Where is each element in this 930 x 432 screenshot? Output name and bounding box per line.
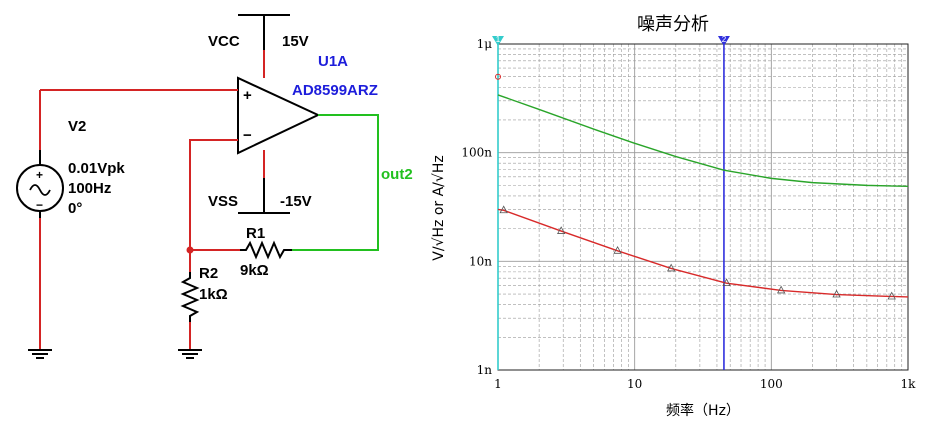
output-wire[interactable] <box>292 114 379 251</box>
x-axis-label: 频率（Hz） <box>666 402 740 419</box>
r1-ref-label: R1 <box>246 225 265 242</box>
source-minus-sign: − <box>36 198 43 212</box>
x-tick-label: 1k <box>901 377 917 391</box>
vcc-label: VCC <box>208 33 240 50</box>
series-line <box>497 94 909 188</box>
series-layer <box>495 73 909 300</box>
r2-ref-label: R2 <box>199 265 218 282</box>
source-amplitude-label: 0.01Vpk <box>68 160 125 177</box>
vss-value: -15V <box>280 193 312 210</box>
data-point-marker <box>499 205 508 214</box>
junction-dot <box>186 246 194 254</box>
data-point-marker <box>722 278 731 287</box>
r2-value-label: 1kΩ <box>199 286 228 303</box>
y-axis-label: V/√Hz or A/√Hz <box>431 155 447 260</box>
ac-source-symbol[interactable] <box>16 164 64 212</box>
data-point-marker <box>887 291 896 300</box>
feedback-wire-minus[interactable] <box>189 139 238 250</box>
x-tick-label: 100 <box>760 377 783 391</box>
y-tick-label: 10n <box>469 254 492 268</box>
opamp-plus-sign: + <box>243 87 252 104</box>
chart-title: 噪声分析 <box>637 14 709 35</box>
plot-area[interactable] <box>497 43 909 371</box>
vcc-value: 15V <box>282 33 309 50</box>
y-tick-label: 1n <box>477 363 493 377</box>
sine-wave-icon <box>29 184 51 196</box>
r2-resistor[interactable] <box>180 272 200 322</box>
r1-resistor[interactable] <box>240 240 292 260</box>
data-point-marker <box>667 263 676 272</box>
r1-value-label: 9kΩ <box>240 262 269 279</box>
chart-grid <box>497 44 908 371</box>
ground-icon <box>28 349 52 359</box>
x-tick-label: 10 <box>627 377 642 391</box>
source-plus-sign: + <box>36 168 43 182</box>
opamp-ref-label: U1A <box>318 53 348 70</box>
data-point-marker <box>832 289 841 298</box>
cursor-handle[interactable] <box>717 36 730 46</box>
series-line <box>497 208 909 298</box>
opamp-triangle[interactable] <box>237 76 321 155</box>
x-tick-label: 1 <box>494 377 502 391</box>
opamp-minus-sign: − <box>243 127 252 144</box>
cursor-handle[interactable] <box>492 36 504 46</box>
source-phase-label: 0° <box>68 200 82 217</box>
y-tick-label: 100n <box>461 146 492 160</box>
ground-icon <box>178 349 202 359</box>
net-out-label: out2 <box>381 166 413 183</box>
opamp-part-label: AD8599ARZ <box>292 82 378 99</box>
circuit-schematic: + − + − <box>16 14 413 359</box>
source-frequency-label: 100Hz <box>68 180 111 197</box>
cursor-number: 1 <box>496 35 501 44</box>
vss-label: VSS <box>208 193 238 210</box>
data-point-marker <box>776 285 786 294</box>
y-tick-label: 1μ <box>477 37 493 51</box>
source-ref-label: V2 <box>68 118 86 135</box>
data-point-marker <box>613 245 622 254</box>
data-point-marker <box>557 226 566 234</box>
cursor-number: 2 <box>722 35 727 44</box>
noise-analysis-chart: 噪声分析 频率（Hz） V/√Hz or A/√Hz 1 10 100 1k 1n 10n… <box>431 14 916 419</box>
axis-ticks: 1 10 100 1k 1n 10n 100n 1μ <box>461 37 916 391</box>
cursor-marker-point <box>495 73 501 80</box>
